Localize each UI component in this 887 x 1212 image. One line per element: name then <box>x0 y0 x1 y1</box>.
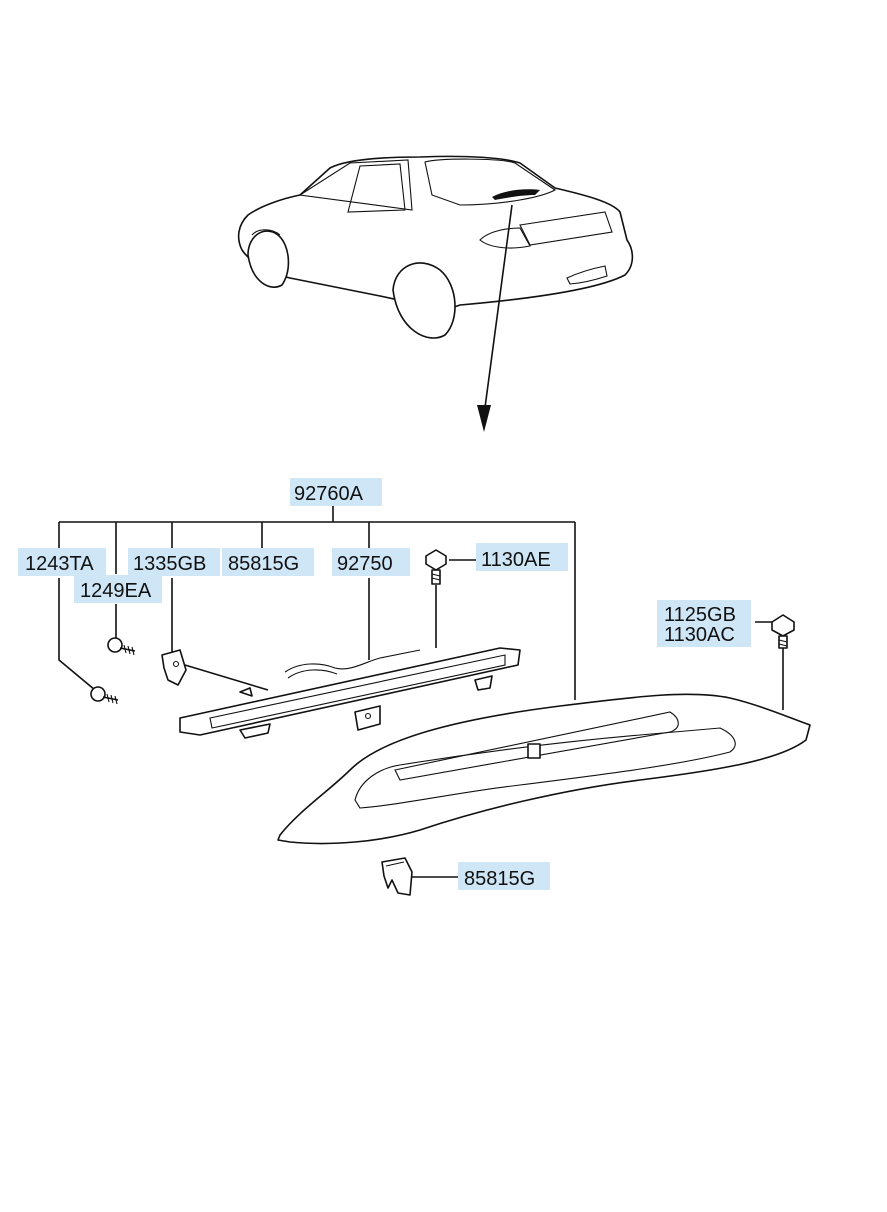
label-92750-text: 92750 <box>337 553 393 575</box>
screw-1243ta <box>90 686 119 705</box>
label-1335gb: 1335GB <box>128 548 220 576</box>
bracket-1335gb <box>161 649 187 686</box>
label-85815g-upper-text: 85815G <box>228 553 299 575</box>
label-85815g-lower: 85815G <box>458 862 550 890</box>
label-1130ac-text: 1130AC <box>664 624 735 646</box>
label-85815g-upper: 85815G <box>222 548 314 576</box>
label-1249ea: 1249EA <box>74 575 162 603</box>
brake-lamp-location <box>492 189 540 200</box>
label-85815g-lower-text: 85815G <box>464 868 535 890</box>
clip-lower-85815g <box>381 857 413 896</box>
label-92760a-text: 92760A <box>294 483 364 505</box>
label-1243ta: 1243TA <box>18 548 106 576</box>
garnish-cover <box>277 693 811 845</box>
label-1130ae: 1130AE <box>476 543 568 571</box>
screw-1249ea <box>107 637 136 656</box>
label-1130ae-text: 1130AE <box>481 549 551 571</box>
car-illustration <box>237 155 634 432</box>
label-92760a: 92760A <box>290 478 382 506</box>
label-1125gb-text: 1125GB <box>664 604 736 626</box>
lamp-92750 <box>179 647 521 739</box>
label-1243ta-text: 1243TA <box>25 553 94 575</box>
label-92750: 92750 <box>332 548 410 576</box>
leader-lines <box>58 505 784 878</box>
bolt-1125gb <box>771 614 795 649</box>
label-1125gb-1130ac: 1125GB 1130AC <box>657 600 751 647</box>
bolt-1130ae <box>425 549 447 585</box>
label-1249ea-text: 1249EA <box>80 580 152 602</box>
label-1335gb-text: 1335GB <box>133 553 206 575</box>
